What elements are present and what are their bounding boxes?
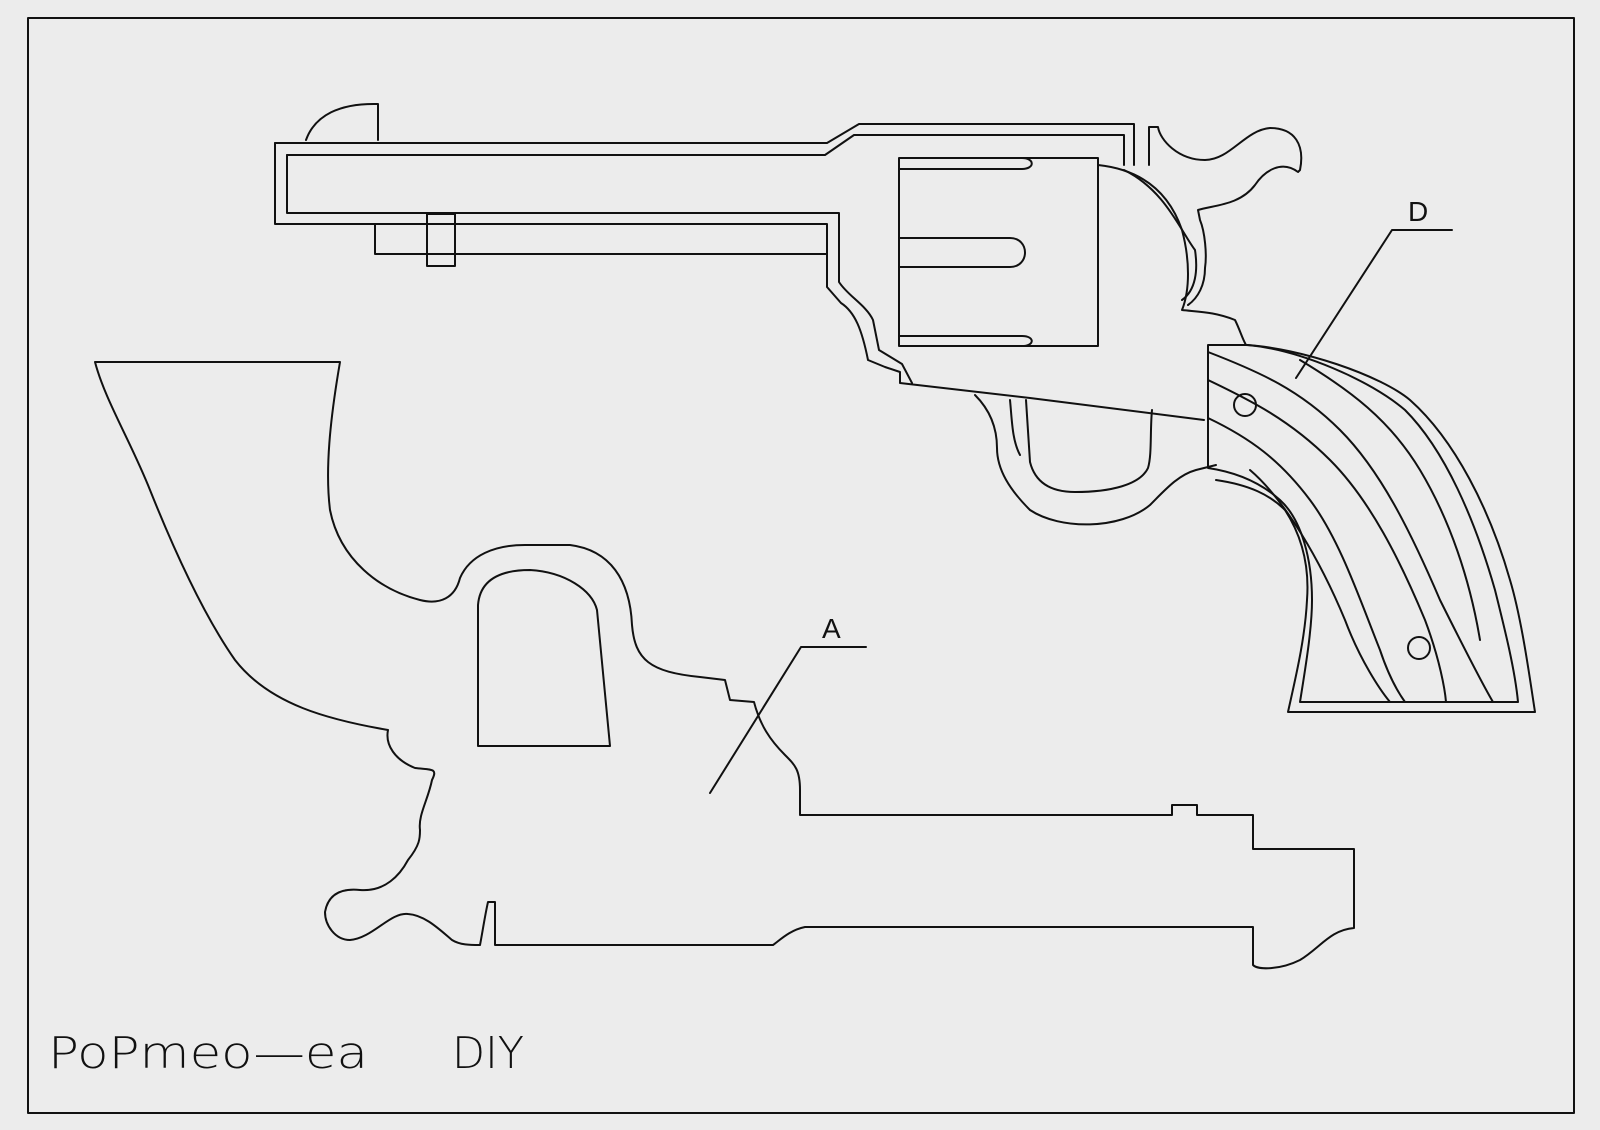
grip-screw-bottom [1407,636,1431,660]
grip-backstrap [1215,344,1536,713]
grip-wood-grain-2 [1207,379,1447,703]
trigger-guard [974,394,1217,526]
trigger-guard-inner [1025,399,1153,493]
grip-wood-grain-3 [1207,417,1406,703]
cylinder-flute-3 [898,335,1033,347]
label-a: A [822,613,841,644]
cylinder [898,157,1099,347]
revolver-side-view: D [274,102,1536,713]
barrel-inner [286,134,1125,166]
hammer [1148,126,1303,306]
grip-wood-grain-5 [1299,359,1481,641]
grip-wood-grain-4 [1249,469,1391,703]
grip-panel [1207,344,1519,703]
page-border [27,17,1575,1114]
barrel-lower-inner [286,154,913,384]
leader-line-a [709,646,867,794]
logo-diy: DIY [452,1028,524,1079]
barrel-outer [274,123,1135,166]
part-a-window [477,569,611,747]
grip-wood-grain-1 [1207,351,1494,703]
label-d: D [1408,196,1428,227]
ejector-stud [426,213,456,267]
front-sight [305,102,379,141]
grip-screw-top [1233,393,1257,417]
ejector-rod [374,223,828,255]
logo-signature: PoPmeo—ea [48,1028,368,1079]
cylinder-flute-2 [898,157,1033,170]
barrel-lower-outer [274,142,1205,421]
trigger [1009,399,1021,456]
logo: PoPmeo—ea DIY [48,1028,524,1079]
cylinder-flute-1 [898,237,1026,268]
frame-recoil-shield [1097,164,1247,346]
leader-line-d [1295,229,1453,379]
part-a-cut-piece: A [94,361,1355,970]
frame-inner-curve [1123,169,1198,301]
part-a-outline [94,361,1355,970]
